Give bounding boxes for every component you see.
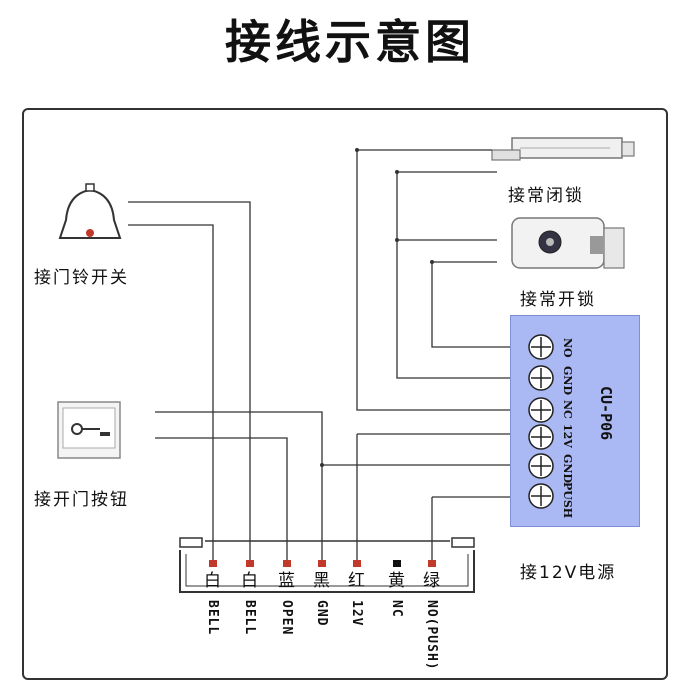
no-lock-label: 接常开锁 [520,290,596,310]
terminal-screws [528,334,554,509]
connector-pins [209,560,436,567]
signal-label: 12V [349,600,364,627]
terminal-label-gnd: GND [561,366,574,395]
terminal-label-nc: NC [561,400,574,419]
wire-color-label: 白 [241,571,258,591]
terminal-label-12v: 12V [561,424,574,448]
nc-lock-label: 接常闭锁 [508,186,584,206]
module-name: CU-P06 [597,386,615,441]
wire-color-label: 黄 [388,571,405,591]
diagram-frame [22,108,668,680]
terminal-label-no: NO [561,338,574,358]
exit-button-label: 接开门按钮 [34,490,129,510]
wire-color-label: 蓝 [278,571,295,591]
signal-label: OPEN [279,600,294,636]
terminal-label-gnd-2: GND [561,454,574,483]
doorbell-switch-label: 接门铃开关 [34,268,129,288]
bell-icon [58,183,122,239]
wire-color-label: 黑 [313,571,330,591]
signal-label: BELL [242,600,257,636]
exit-button-icon [57,401,121,459]
signal-label: NC [389,600,404,618]
nc-lock-icon [491,137,635,161]
wire-color-label: 绿 [423,571,440,591]
controller-module: NO GND NC 12V GND PUSH CU-P06 [510,315,640,527]
connector-housing [179,537,475,593]
signal-label: GND [314,600,329,627]
terminal-label-push: PUSH [561,482,574,519]
page-title: 接线示意图 [225,15,475,69]
wire-color-label: 红 [348,571,365,591]
wire-color-label: 白 [204,571,221,591]
signal-label: NO(PUSH) [424,600,439,671]
power-supply-label: 接12V电源 [520,563,617,583]
no-lock-icon [511,217,625,269]
signal-label: BELL [205,600,220,636]
